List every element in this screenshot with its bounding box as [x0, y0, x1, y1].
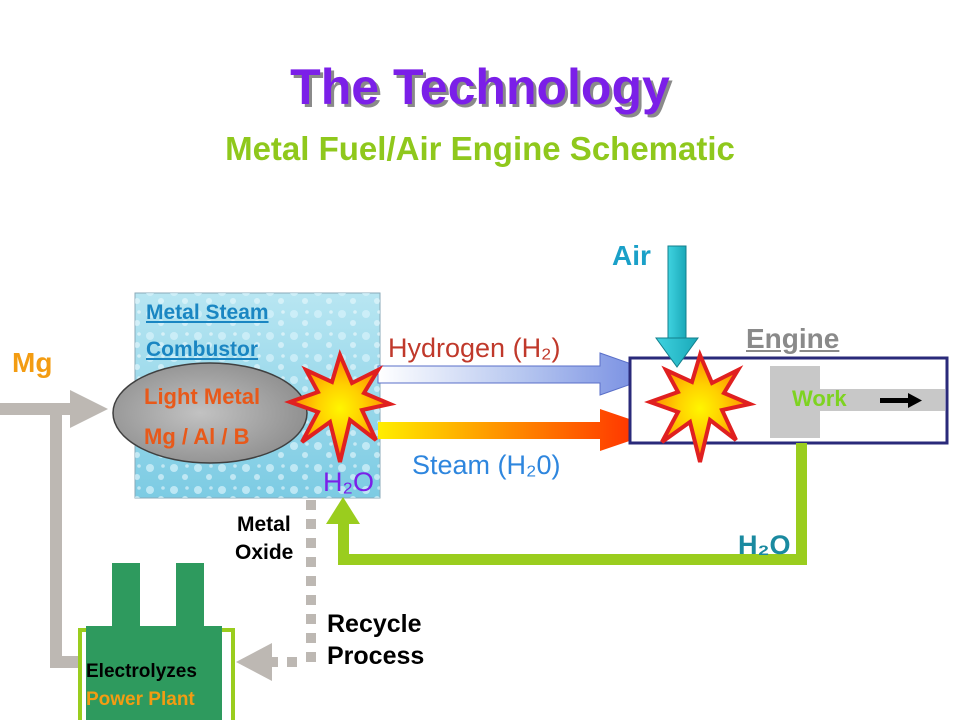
combustor-label-line2: Combustor: [146, 338, 258, 361]
metal-oxide-label-line1: Metal: [237, 513, 291, 536]
combustor-water-label: H₂O: [323, 467, 374, 497]
power-plant: [78, 563, 235, 720]
air-arrow: [655, 245, 699, 368]
page-title: The Technology: [290, 59, 670, 115]
metal-oxide-label-line2: Oxide: [235, 541, 294, 564]
plant-label-line2: Power Plant: [86, 689, 195, 710]
light-metal-label: Light Metal: [144, 384, 261, 409]
recycle-label-line2: Process: [327, 642, 425, 670]
hydrogen-label: Hydrogen (H₂): [388, 333, 561, 363]
steam-arrow: [378, 409, 662, 451]
steam-label: Steam (H₂0): [412, 450, 561, 480]
engine-explosion: [644, 349, 757, 463]
water-return-pipe: [326, 443, 807, 565]
combustor-label-line1: Metal Steam: [146, 301, 269, 324]
air-label: Air: [612, 240, 651, 271]
return-water-label: H₂O: [738, 530, 791, 560]
metals-label: Mg / Al / B: [144, 424, 250, 449]
mg-label: Mg: [12, 347, 53, 378]
combustor-explosion: [284, 349, 397, 463]
recycle-label-line1: Recycle: [327, 610, 422, 638]
engine-label: Engine: [746, 323, 840, 354]
page-subtitle: Metal Fuel/Air Engine Schematic: [225, 130, 735, 167]
metal-oxide-dotted-line: [236, 500, 316, 681]
work-label: Work: [792, 386, 847, 411]
work-arrow: [880, 393, 922, 408]
plant-label-line1: Electrolyzes: [86, 661, 197, 682]
light-metal-oval: [112, 362, 308, 464]
